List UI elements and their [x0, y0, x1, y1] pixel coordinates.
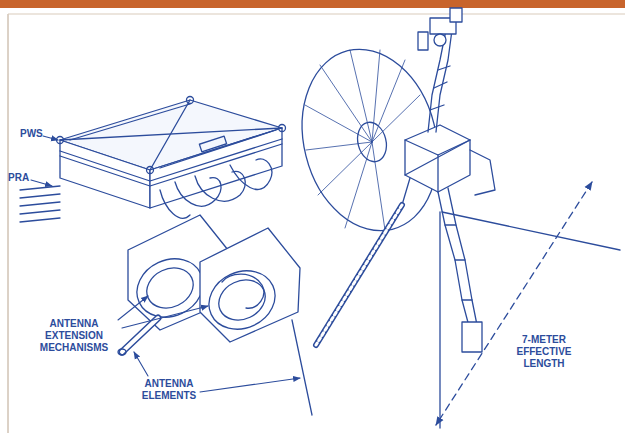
- part-label: ANTENNA EXTENSION MECHANISMS: [28, 318, 120, 354]
- spacecraft: [284, 8, 495, 352]
- frame-line: [8, 14, 9, 433]
- antenna-element: [442, 212, 620, 250]
- instrument-label: PRA: [8, 172, 29, 184]
- boom: [316, 205, 402, 345]
- frame-line: [8, 14, 625, 15]
- instrument-label: PWS: [20, 128, 43, 140]
- top-band: [0, 0, 625, 8]
- instrument-box: [20, 97, 286, 223]
- leader-lines: [31, 136, 300, 392]
- part-label: ANTENNA ELEMENTS: [130, 378, 208, 402]
- boom: [316, 205, 402, 345]
- dimension-line: [436, 182, 592, 425]
- antenna-element: [439, 212, 440, 428]
- dimension-label: 7-METER EFFECTIVE LENGTH: [505, 334, 583, 370]
- extension-mechanism: [199, 228, 300, 342]
- antenna-element: [292, 320, 312, 415]
